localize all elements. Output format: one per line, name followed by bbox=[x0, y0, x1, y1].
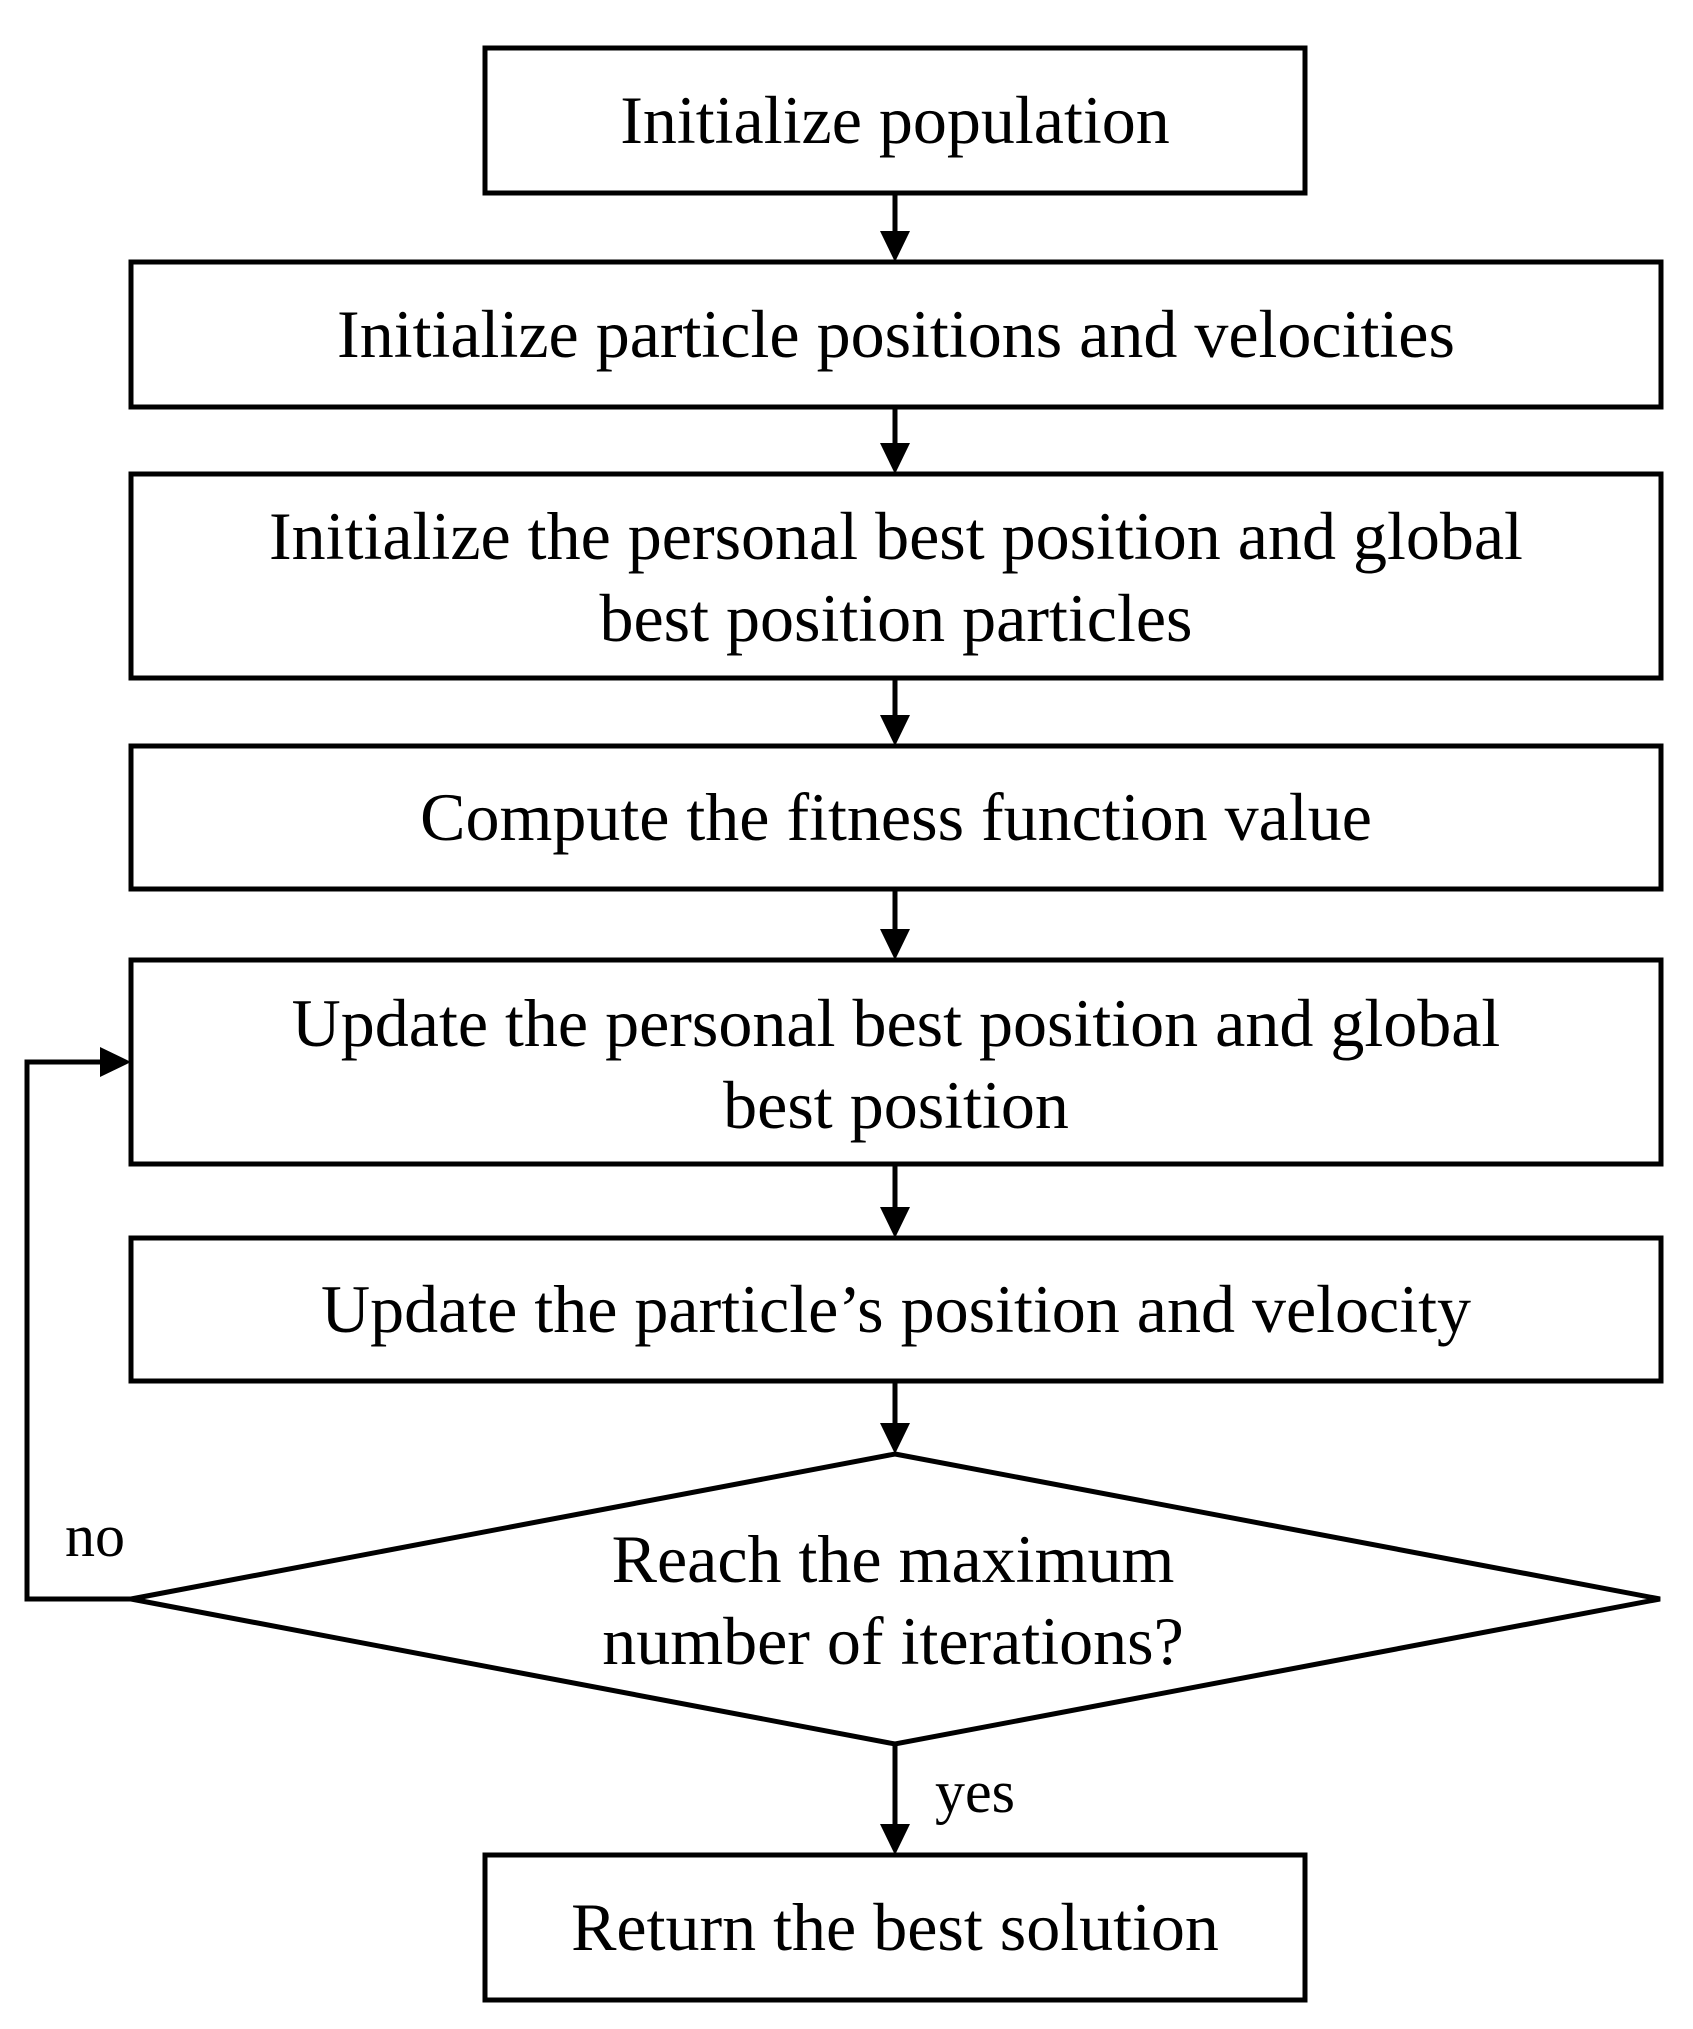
edge-label-no: no bbox=[65, 1503, 125, 1569]
node-update-particle-box bbox=[128, 1235, 1664, 1384]
edge-decision-to-return-best: yes bbox=[880, 1744, 1015, 1855]
node-return-best-box bbox=[482, 1852, 1308, 2003]
decision-label-line1: Reach the maximum bbox=[612, 1521, 1175, 1597]
decision-diamond bbox=[130, 1451, 1661, 1747]
arrowhead-down-icon bbox=[880, 1207, 910, 1238]
node-init-positions: Initialize particle positions and veloci… bbox=[128, 259, 1664, 410]
node-init-positions-label: Initialize particle positions and veloci… bbox=[337, 296, 1455, 372]
node-max-iterations-decision: Reach the maximum number of iterations? bbox=[130, 1451, 1661, 1747]
node-update-particle-label: Update the particle’s position and veloc… bbox=[321, 1271, 1471, 1347]
edge-label-yes: yes bbox=[935, 1759, 1015, 1825]
node-init-best-box bbox=[128, 471, 1664, 681]
arrowhead-right-icon bbox=[100, 1047, 131, 1077]
arrowhead-down-icon bbox=[880, 929, 910, 960]
arrowhead-down-icon bbox=[880, 1824, 910, 1855]
edge-init-best-to-compute-fitness bbox=[880, 678, 910, 746]
arrowhead-down-icon bbox=[880, 715, 910, 746]
node-init-population-box bbox=[482, 45, 1308, 196]
node-update-best-box bbox=[128, 957, 1664, 1167]
node-compute-fitness: Compute the fitness function value bbox=[128, 743, 1664, 892]
node-init-best-label-line1: Initialize the personal best position an… bbox=[269, 498, 1523, 574]
node-update-particle: Update the particle’s position and veloc… bbox=[128, 1235, 1664, 1384]
decision-label-line2: number of iterations? bbox=[602, 1603, 1184, 1679]
arrowhead-down-icon bbox=[880, 1423, 910, 1454]
arrowhead-down-icon bbox=[880, 443, 910, 474]
edge-line bbox=[24, 1059, 131, 1602]
node-compute-fitness-box bbox=[128, 743, 1664, 892]
node-update-best: Update the personal best position and gl… bbox=[128, 957, 1664, 1167]
edge-init-population-to-init-positions bbox=[880, 193, 910, 262]
arrowhead-down-icon bbox=[880, 231, 910, 262]
edge-compute-fitness-to-update-best bbox=[880, 889, 910, 960]
edge-update-particle-to-decision bbox=[880, 1381, 910, 1454]
edge-decision-to-update-best: no bbox=[24, 1047, 131, 1602]
node-init-best: Initialize the personal best position an… bbox=[128, 471, 1664, 681]
node-update-best-label-line2: best position bbox=[723, 1067, 1069, 1143]
node-init-best-label-line2: best position particles bbox=[599, 580, 1192, 656]
node-return-best-label: Return the best solution bbox=[571, 1889, 1219, 1965]
node-init-population: Initialize population bbox=[482, 45, 1308, 196]
node-return-best: Return the best solution bbox=[482, 1852, 1308, 2003]
node-init-population-label: Initialize population bbox=[620, 82, 1170, 158]
edge-init-positions-to-init-best bbox=[880, 407, 910, 474]
node-init-positions-box bbox=[128, 259, 1664, 410]
node-update-best-label-line1: Update the personal best position and gl… bbox=[292, 985, 1501, 1061]
edge-update-best-to-update-particle bbox=[880, 1164, 910, 1238]
node-compute-fitness-label: Compute the fitness function value bbox=[420, 779, 1372, 855]
